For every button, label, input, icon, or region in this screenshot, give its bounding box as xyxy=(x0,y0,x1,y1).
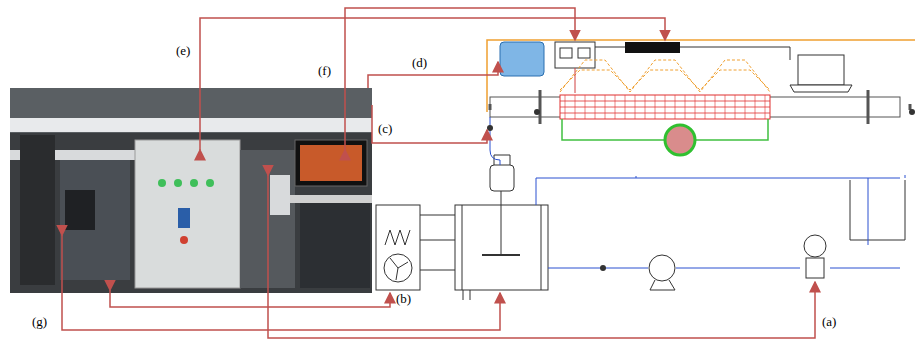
schematic xyxy=(376,40,915,300)
callout-label: (c) xyxy=(378,122,392,135)
leader-lines xyxy=(62,8,815,338)
callout-label: (b) xyxy=(396,292,411,305)
callout-label: (g) xyxy=(32,315,47,328)
callout-label: (a) xyxy=(822,315,836,328)
photo xyxy=(10,88,372,293)
callout-label: (e) xyxy=(176,44,190,57)
callout-label: (d) xyxy=(412,56,427,69)
callout-label: (f) xyxy=(318,64,331,77)
